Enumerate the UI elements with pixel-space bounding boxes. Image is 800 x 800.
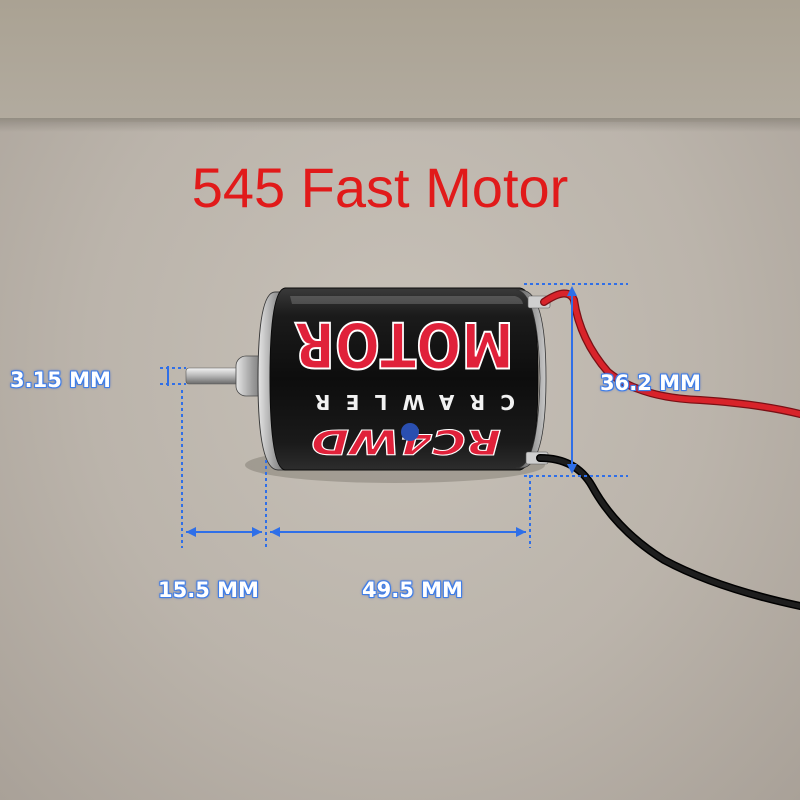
svg-text:MOTOR: MOTOR — [294, 308, 514, 381]
product-title: 545 Fast Motor — [191, 156, 569, 219]
crawler-logo: CRAWLER — [305, 390, 515, 414]
background-wall — [0, 0, 800, 122]
body-length-label: 49.5 MM — [362, 578, 463, 602]
background-shadow — [0, 118, 800, 132]
motor-logo: MOTOR — [293, 307, 515, 382]
shaft-length-label: 15.5 MM — [158, 578, 259, 602]
black-wire — [536, 454, 800, 610]
dimension-lines — [160, 283, 628, 548]
rear-endplate — [515, 289, 547, 469]
dimension-arrowheads — [186, 286, 577, 537]
body-diameter-label: 36.2 MM — [600, 371, 701, 395]
svg-text:CRAWLER: CRAWLER — [305, 390, 515, 414]
blue-sticker — [401, 423, 419, 441]
shaft-diameter-label: 3.15 MM — [10, 368, 111, 392]
